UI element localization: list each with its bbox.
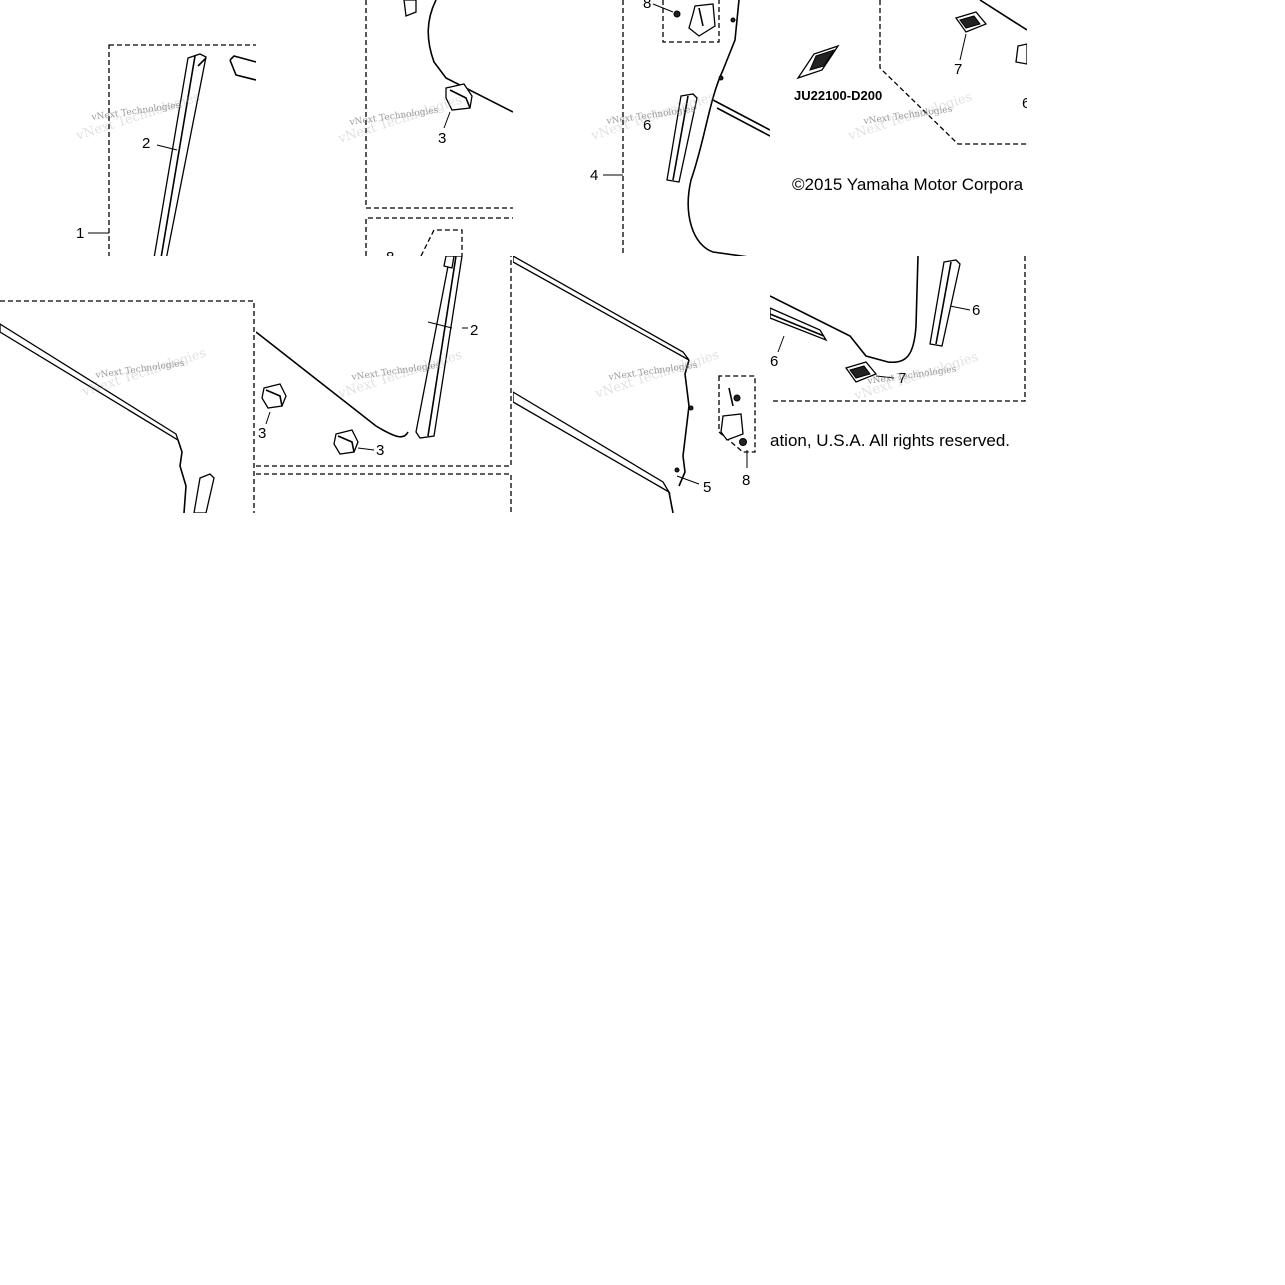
callout-6: 6 (972, 302, 980, 319)
side-rail-part (153, 53, 207, 256)
panel-top-edge (0, 323, 187, 513)
copyright-text-part2: ation, U.S.A. All rights reserved. (770, 431, 1010, 450)
part-code: JU22100-D200 (794, 88, 882, 103)
tile-2: 3 vNext Technologies vNext Technologies … (256, 0, 513, 256)
clip-part-7 (844, 361, 878, 383)
tile-8: 6 6 7 vNext Technologies vNext Technolog… (770, 256, 1027, 513)
bracket-part-3 (261, 383, 287, 409)
callout-1: 1 (76, 225, 84, 242)
callout-8: 8 (643, 0, 651, 12)
latch-assembly (688, 3, 716, 37)
trim-piece-part-6 (929, 259, 961, 347)
side-rail-part (415, 256, 463, 439)
callout-3: 3 (438, 130, 446, 147)
tile-1: 2 1 vNext Technologies vNext Technologie… (0, 0, 256, 256)
tile-4: JU22100-D200 7 6 vNext Technologies vNex… (770, 0, 1027, 256)
callout-6: 6 (1022, 95, 1027, 112)
callout-6: 6 (770, 353, 778, 370)
bracket-part-3 (445, 83, 473, 111)
door-panel-part-5 (513, 256, 690, 513)
tile-5: vNext Technologies vNext Technologies (0, 256, 256, 513)
clip-part-7 (954, 11, 988, 33)
callout-4: 4 (590, 167, 598, 184)
tile-3: 8 6 4 vNext Technologies vNext Technolog… (513, 0, 770, 256)
latch-assembly (720, 387, 744, 441)
callout-3: 3 (258, 425, 266, 442)
tile-6: 2 3 3 vNext Technologies vNext Technolog… (256, 256, 513, 513)
trim-piece-part-6 (770, 307, 828, 342)
trim-piece-part-6 (666, 93, 698, 183)
copyright-text-part1: ©2015 Yamaha Motor Corpora (792, 175, 1024, 194)
bracket-part-3 (333, 429, 359, 455)
callout-6: 6 (643, 117, 651, 134)
callout-2: 2 (470, 322, 478, 339)
tile-7: 5 8 vNext Technologies vNext Technologie… (513, 256, 770, 513)
callout-5: 5 (703, 479, 711, 496)
callout-7: 7 (954, 61, 962, 78)
callout-3: 3 (376, 442, 384, 459)
callout-2: 2 (142, 135, 150, 152)
callout-8: 8 (386, 249, 394, 256)
callout-7: 7 (898, 370, 906, 387)
callout-8: 8 (742, 472, 750, 489)
part-code-icon (796, 44, 840, 80)
